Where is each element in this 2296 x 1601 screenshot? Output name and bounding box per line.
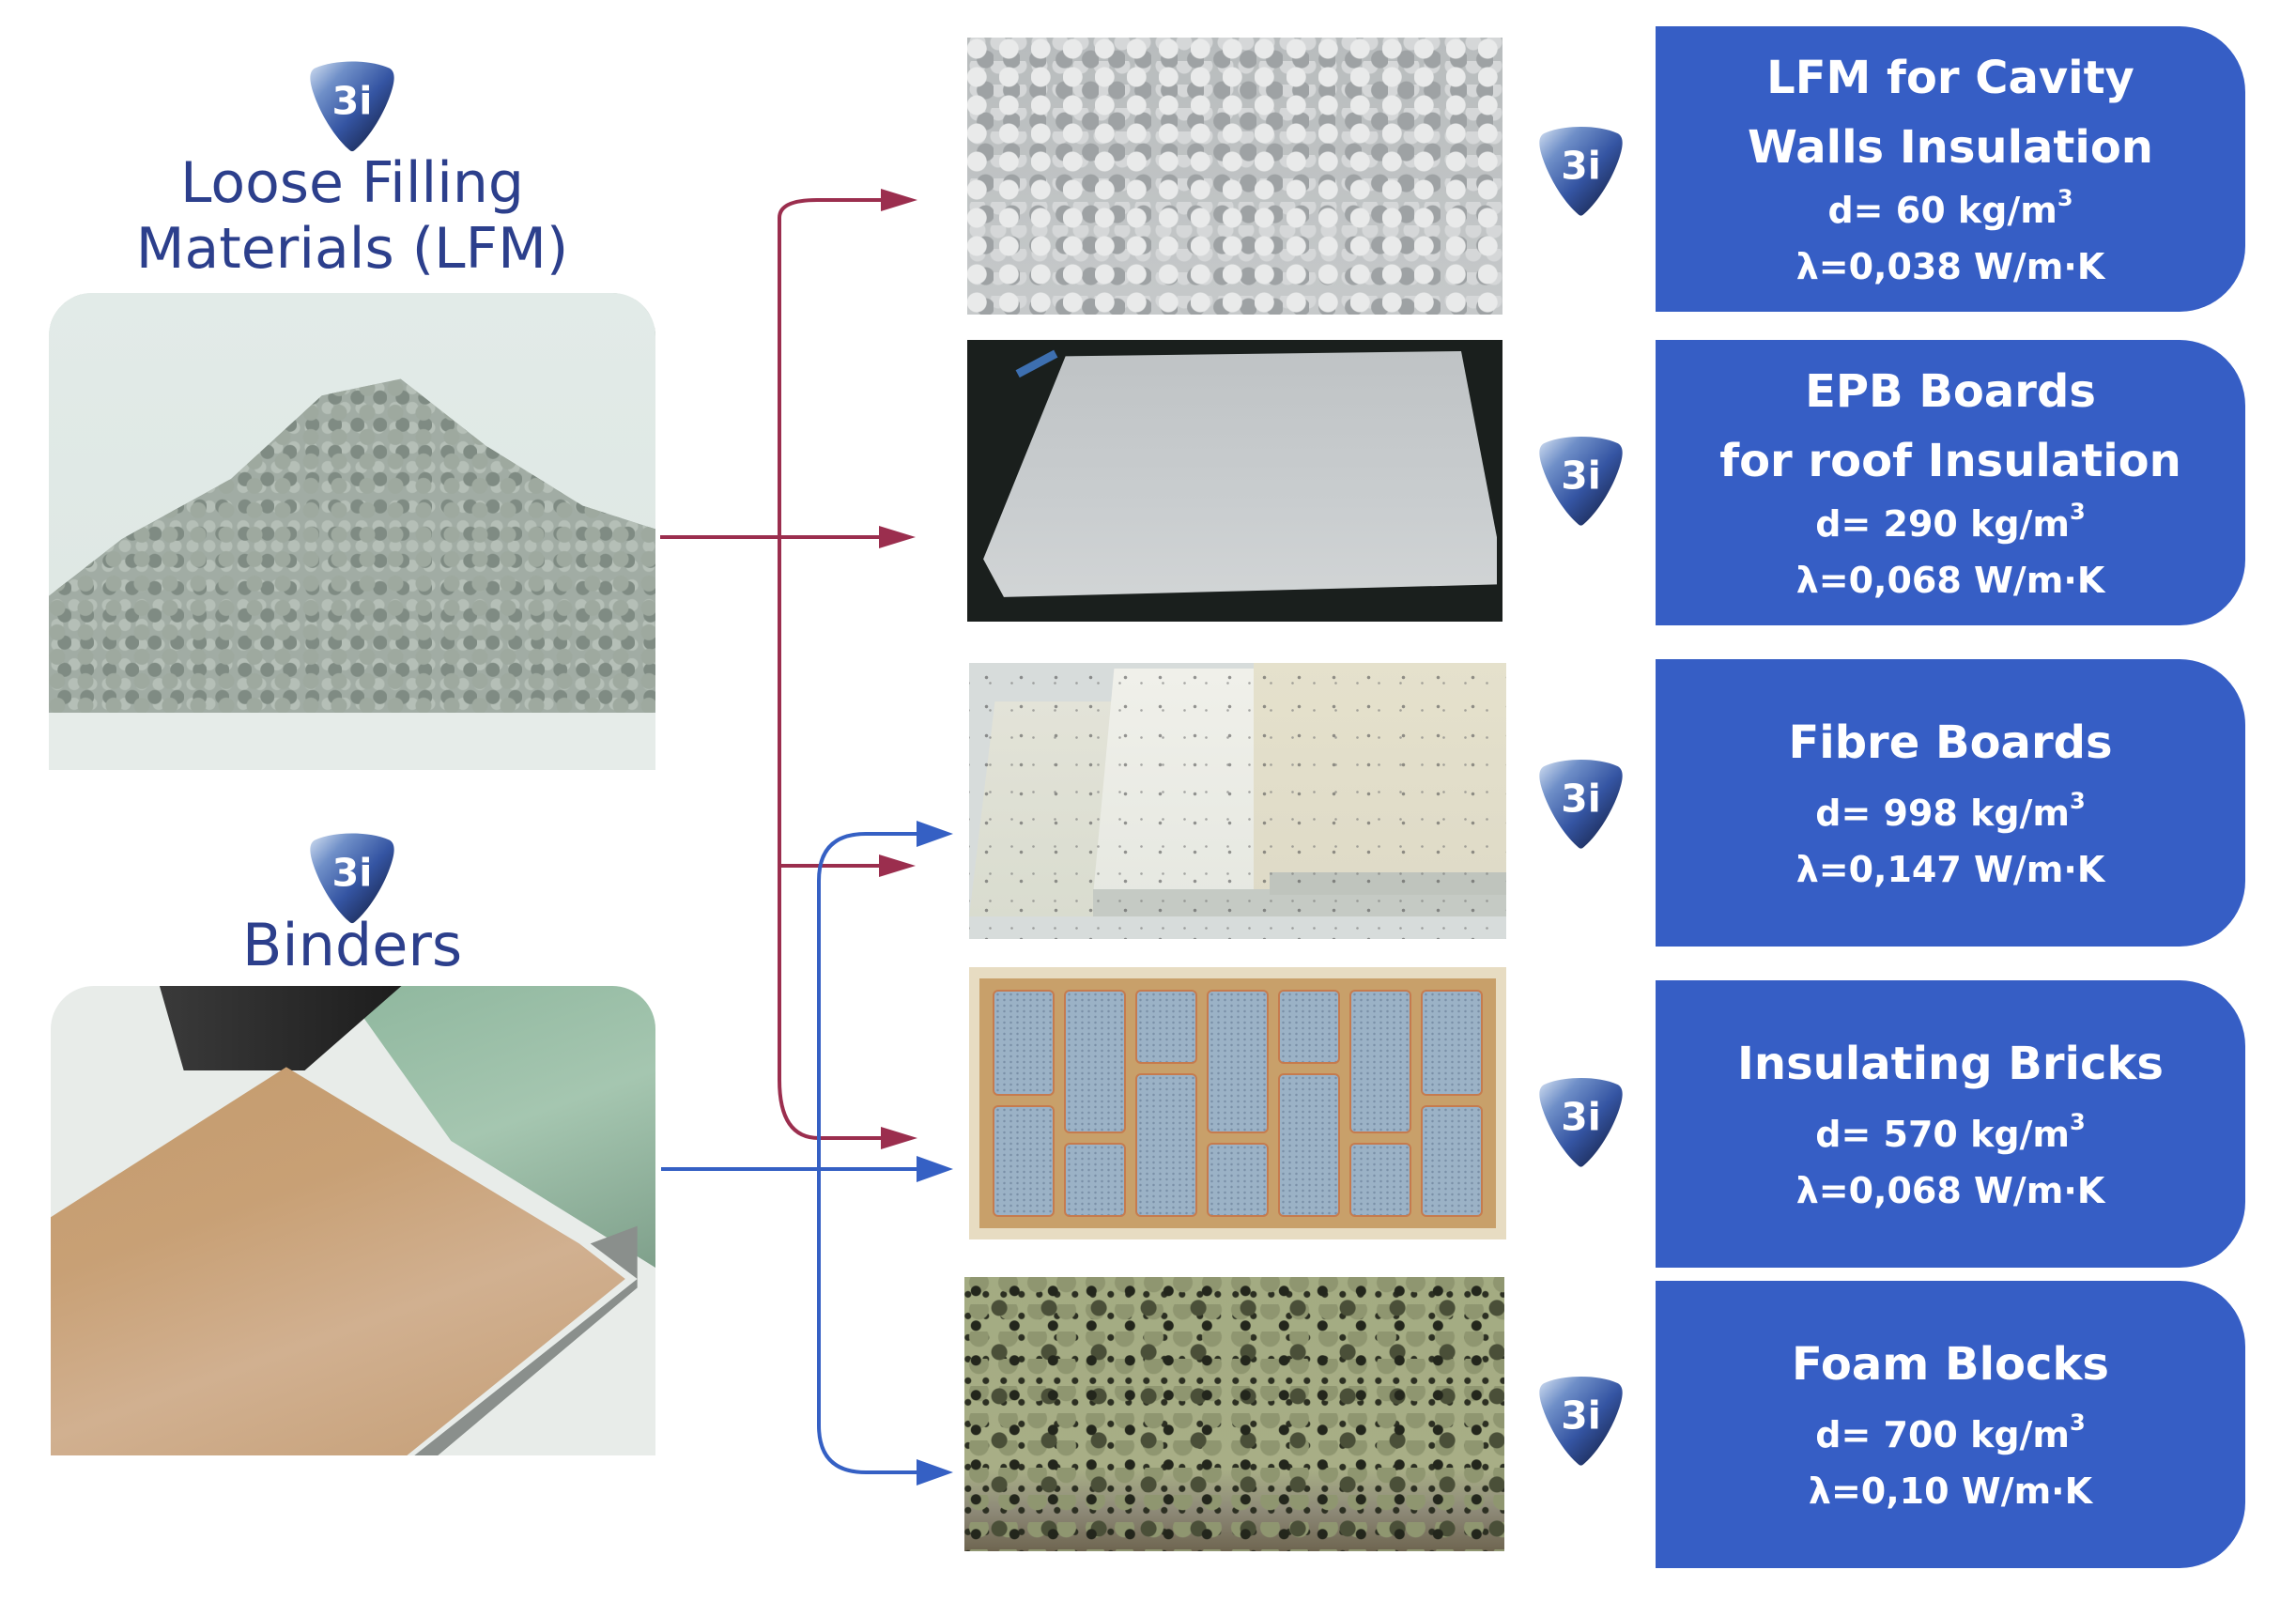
arrow-to-epb-icon bbox=[879, 526, 916, 548]
arrow-to-bricks-icon bbox=[881, 1127, 917, 1149]
epb-board-photo bbox=[967, 340, 1502, 622]
3i-logo-icon bbox=[1537, 434, 1625, 526]
binder-sample-block-photo bbox=[51, 986, 655, 1455]
arrow-to-fibre-icon bbox=[917, 821, 953, 847]
insulating-brick-photo bbox=[969, 967, 1506, 1239]
arrow-to-foam-icon bbox=[917, 1459, 953, 1486]
product-title-line1: LFM for Cavity bbox=[1766, 52, 2134, 104]
product-density: d= 700 kg/m3 bbox=[1815, 1409, 2086, 1455]
product-conductivity: λ=0,068 W/m·K bbox=[1795, 560, 2105, 601]
lfm-heading-line2: Materials (LFM) bbox=[135, 216, 569, 282]
lfm-arrowheads bbox=[879, 189, 917, 1149]
binders-arrowheads bbox=[917, 821, 953, 1486]
product-box-foam-blocks: Foam Blocks d= 700 kg/m3 λ=0,10 W/m·K bbox=[1656, 1281, 2245, 1568]
product-title-line2: Walls Insulation bbox=[1748, 121, 2153, 174]
product-conductivity: λ=0,147 W/m·K bbox=[1795, 849, 2105, 890]
loose-filling-granules-photo bbox=[49, 293, 655, 770]
product-title-line2: for roof Insulation bbox=[1719, 435, 2181, 487]
3i-logo-icon bbox=[1537, 1075, 1625, 1167]
3i-logo-icon bbox=[308, 830, 396, 924]
product-density: d= 290 kg/m3 bbox=[1815, 499, 2086, 545]
lfm-cavity-granules-photo bbox=[967, 38, 1502, 315]
arrow-to-fibre-icon bbox=[879, 854, 916, 877]
arrow-to-cavity-icon bbox=[881, 189, 917, 211]
lfm-heading-line1: Loose Filling bbox=[180, 150, 524, 216]
product-density: d= 998 kg/m3 bbox=[1815, 788, 2086, 834]
3i-logo-icon bbox=[1537, 757, 1625, 849]
product-density: d= 60 kg/m3 bbox=[1827, 185, 2073, 231]
product-conductivity: λ=0,10 W/m·K bbox=[1808, 1470, 2093, 1512]
product-density: d= 570 kg/m3 bbox=[1815, 1109, 2086, 1155]
product-conductivity: λ=0,038 W/m·K bbox=[1795, 246, 2105, 287]
product-conductivity: λ=0,068 W/m·K bbox=[1795, 1170, 2105, 1211]
product-title-line1: Fibre Boards bbox=[1788, 716, 2113, 769]
fibre-boards-photo bbox=[969, 663, 1506, 939]
lfm-arrows bbox=[660, 198, 883, 1140]
product-box-epb-boards: EPB Boards for roof Insulation d= 290 kg… bbox=[1656, 340, 2245, 625]
arrow-to-bricks-icon bbox=[917, 1156, 953, 1182]
foam-block-photo bbox=[964, 1277, 1504, 1551]
3i-logo-icon bbox=[1537, 124, 1625, 216]
lfm-heading: Loose Filling Materials (LFM) bbox=[56, 150, 648, 282]
binders-arrows bbox=[661, 832, 920, 1474]
product-title-line1: Insulating Bricks bbox=[1737, 1038, 2164, 1090]
product-title-line1: EPB Boards bbox=[1805, 365, 2096, 418]
product-box-fibre-boards: Fibre Boards d= 998 kg/m3 λ=0,147 W/m·K bbox=[1656, 659, 2245, 947]
product-box-cavity-lfm: LFM for Cavity Walls Insulation d= 60 kg… bbox=[1656, 26, 2245, 312]
product-box-insulating-bricks: Insulating Bricks d= 570 kg/m3 λ=0,068 W… bbox=[1656, 980, 2245, 1268]
product-title-line1: Foam Blocks bbox=[1792, 1338, 2109, 1391]
3i-logo-icon bbox=[308, 58, 396, 152]
3i-logo-icon bbox=[1537, 1374, 1625, 1466]
binders-heading: Binders bbox=[241, 911, 463, 979]
